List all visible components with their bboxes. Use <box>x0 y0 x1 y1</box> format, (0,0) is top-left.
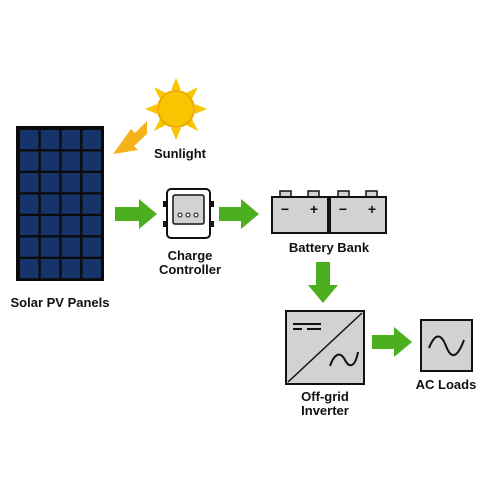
flow-arrow-controller-to-battery <box>219 199 259 229</box>
solar-cell <box>40 237 60 257</box>
battery-bank-label: Battery Bank <box>288 240 370 255</box>
solar-cell <box>40 151 60 171</box>
inverter-label-line1: Off-grid <box>301 389 349 404</box>
battery-right <box>329 190 387 234</box>
solar-cell <box>61 259 81 279</box>
sunlight-label: Sunlight <box>154 146 206 161</box>
charge-controller-icon <box>163 188 214 239</box>
solar-panel-icon <box>16 126 104 281</box>
sunlight-arrow <box>113 121 147 154</box>
solar-panels-label: Solar PV Panels <box>10 295 110 310</box>
solar-cell <box>61 173 81 193</box>
solar-cell <box>82 237 101 257</box>
battery-right-negative: − <box>339 201 347 217</box>
solar-cell <box>61 130 81 150</box>
solar-cell <box>40 130 60 150</box>
inverter-label-line2: Inverter <box>301 403 349 418</box>
ac-load-icon <box>420 319 473 372</box>
inverter-icon <box>285 310 365 385</box>
charge-controller-label-line2: Controller <box>158 262 222 277</box>
solar-cell <box>61 151 81 171</box>
solar-cell <box>20 194 39 214</box>
battery-right-positive: + <box>368 201 376 217</box>
flow-arrow-panel-to-controller <box>115 199 157 229</box>
solar-cell <box>61 216 81 236</box>
solar-cell <box>20 237 39 257</box>
solar-cell <box>61 237 81 257</box>
flow-arrow-inverter-to-loads <box>372 327 412 357</box>
solar-cell <box>82 216 101 236</box>
solar-cell <box>20 259 39 279</box>
solar-cell <box>82 259 101 279</box>
battery-left <box>271 190 329 234</box>
battery-left-negative: − <box>281 201 289 217</box>
solar-cell <box>82 194 101 214</box>
solar-cell <box>40 173 60 193</box>
battery-left-positive: + <box>310 201 318 217</box>
solar-cell <box>82 130 101 150</box>
solar-cell <box>40 194 60 214</box>
flow-arrow-battery-to-inverter <box>308 262 338 303</box>
solar-cell <box>82 151 101 171</box>
solar-cell <box>20 216 39 236</box>
solar-cell <box>40 216 60 236</box>
solar-cell <box>20 151 39 171</box>
solar-cell <box>40 259 60 279</box>
charge-controller-label-line1: Charge <box>167 248 213 263</box>
solar-cell <box>20 130 39 150</box>
battery-icon: − + − + <box>271 190 387 234</box>
sun-icon <box>145 78 207 140</box>
solar-cell <box>61 194 81 214</box>
solar-cell <box>82 173 101 193</box>
solar-cell <box>20 173 39 193</box>
ac-loads-label: AC Loads <box>415 377 477 392</box>
